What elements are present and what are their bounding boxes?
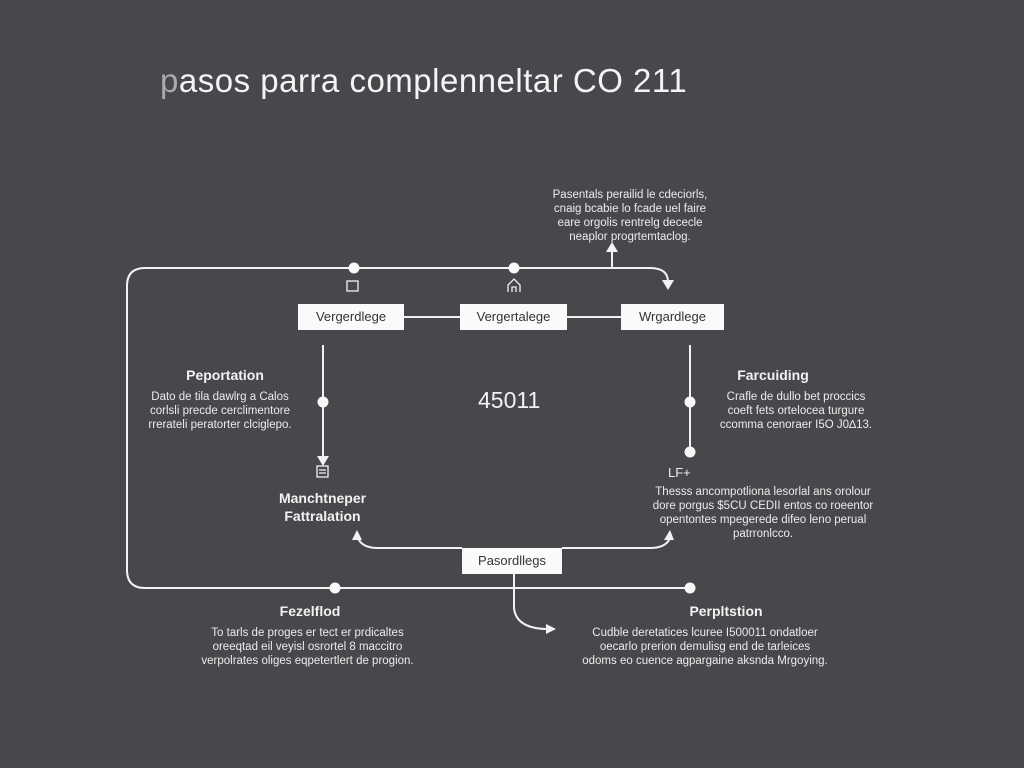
note-line: neaplor progrtemtaclog. xyxy=(569,231,691,243)
bottom-left-heading: Fezelflod xyxy=(279,603,341,619)
heading-line: Manchtneper xyxy=(278,490,367,506)
text-line: Dato de tila dawlrg a Calos xyxy=(151,391,289,403)
text-line: patrronlcco. xyxy=(732,528,794,540)
text-line: verpolrates oliges eqpetertlert de progi… xyxy=(201,655,414,667)
arrow-head xyxy=(352,530,362,540)
text-line: Crafle de dullo bet proccics xyxy=(726,391,866,403)
arrow-head xyxy=(606,242,618,252)
text-line: oecarlo prerion demulisg end de tarleice… xyxy=(599,641,811,653)
lf-icon: LF+ xyxy=(668,465,691,480)
text-line: dore porgus $5CU CEDII entos co roeentor xyxy=(652,500,874,512)
node-dots xyxy=(317,262,696,594)
note-line: Pasentals perailid le cdeciorls, xyxy=(552,189,708,201)
note-line: cnaig bcabie lo fcade uel faire xyxy=(553,203,707,215)
step-box-middle[interactable]: Vergertalege xyxy=(460,304,567,330)
arrow-head xyxy=(664,530,674,540)
step-box-left[interactable]: Vergerdlege xyxy=(298,304,404,330)
text-line: Thesss ancompotliona lesorlal ans orolou… xyxy=(655,486,871,498)
step-box-bottom[interactable]: Pasordllegs xyxy=(462,548,562,574)
left-section-text: Dato de tila dawlrg a Calos corlsli prec… xyxy=(130,390,310,432)
house-icon xyxy=(507,278,521,292)
text-line: coeft fets ortelocea turgure xyxy=(727,405,865,417)
text-line: rrerateli peratorter clciglepo. xyxy=(148,419,292,431)
bottom-right-heading: Perpltstion xyxy=(689,603,763,619)
down-curve xyxy=(513,574,547,630)
bottom-curve xyxy=(357,537,671,549)
note-line: eare orgolis rentrelg dececle xyxy=(557,217,703,229)
arrow-head xyxy=(317,456,329,466)
text-line: Cudble deretatices lcuree I500011 ondatl… xyxy=(592,627,818,639)
center-value: 45011 xyxy=(478,387,541,413)
text-line: To tarls de proges er tect er prdicaltes xyxy=(211,627,404,639)
square-icon xyxy=(346,280,359,292)
top-note: Pasentals perailid le cdeciorls, cnaig b… xyxy=(520,188,740,244)
right-section-heading: Farcuiding xyxy=(737,367,809,383)
text-line: corlsli precde cerclimentore xyxy=(150,405,290,417)
bottom-right-text: Cudble deretatices lcuree I500011 ondatl… xyxy=(560,626,850,668)
heading-line: Fattralation xyxy=(284,508,361,524)
bottom-left-text: To tarls de proges er tect er prdicaltes… xyxy=(180,626,435,668)
text-line: odoms eo cuence agpargaine aksnda Mrgoyi… xyxy=(582,655,828,667)
outer-loop-line xyxy=(126,267,690,589)
arrow-head xyxy=(546,624,556,634)
left-lower-heading: Manchtneper Fattralation xyxy=(250,489,395,525)
step-box-right[interactable]: Wrgardlege xyxy=(621,304,724,330)
page-title: pasos parra complennelt​ar CO 211 xyxy=(160,62,688,99)
top-line xyxy=(354,267,669,283)
text-line: oreeqtad eil veyisl osrortel 8 maccitro xyxy=(212,641,403,653)
right-lower-text: Thesss ancompotliona lesorlal ans orolou… xyxy=(628,485,898,541)
right-section-text: Crafle de dullo bet proccics coeft fets … xyxy=(706,390,886,432)
text-line: ccomma cenoraer I5O J0∆13. xyxy=(719,419,873,431)
left-section-heading: Peportation xyxy=(186,367,264,383)
text-line: opentontes mpegerede difeo leno perual xyxy=(659,514,867,526)
document-icon xyxy=(316,465,329,478)
arrow-head xyxy=(662,280,674,290)
